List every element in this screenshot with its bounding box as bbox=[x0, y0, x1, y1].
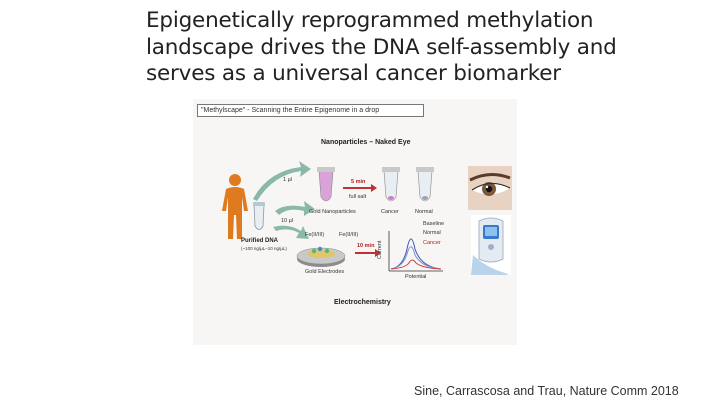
person-icon bbox=[222, 174, 248, 239]
volume-10ul: 10 µl bbox=[281, 218, 294, 224]
handheld-device-icon bbox=[471, 215, 511, 275]
cancer-curve bbox=[390, 259, 442, 270]
title-line-1: Epigenetically reprogrammed methylation bbox=[146, 8, 594, 33]
time-10min: 10 min bbox=[357, 243, 375, 249]
gold-electrodes bbox=[296, 246, 346, 267]
plot-cancer-label: Cancer bbox=[423, 240, 441, 246]
tube-gold-nanoparticles bbox=[317, 167, 335, 202]
figure-header: "Methylscape" - Scanning the Entire Epig… bbox=[197, 104, 424, 117]
methylscape-figure: "Methylscape" - Scanning the Entire Epig… bbox=[193, 99, 517, 345]
plot-baseline-label: Baseline bbox=[423, 221, 445, 227]
electrochemistry-title: Electrochemistry bbox=[334, 299, 391, 306]
potential-axis-label: Potential bbox=[405, 274, 427, 280]
gold-electrodes-label: Gold Electrodes bbox=[305, 269, 345, 275]
purified-dna-sub: (~100 ng/µL–10 ng/µL) bbox=[241, 246, 287, 251]
tube-normal bbox=[416, 167, 434, 202]
volume-1ul: 1 µl bbox=[283, 177, 292, 183]
full-salt-label: full salt bbox=[349, 194, 367, 200]
purified-dna-label: Purified DNA bbox=[241, 238, 279, 244]
plot-normal-label: Normal bbox=[423, 230, 441, 236]
title-line-3: serves as a universal cancer biomarker bbox=[146, 61, 561, 86]
eye-photo bbox=[468, 166, 512, 210]
baseline-curve bbox=[390, 238, 442, 270]
normal-curve bbox=[390, 246, 442, 270]
citation: Sine, Carrascosa and Trau, Nature Comm 2… bbox=[414, 384, 679, 398]
cancer-tube-label: Cancer bbox=[381, 209, 399, 215]
time-5min: 5 min bbox=[351, 179, 366, 185]
title-line-2: landscape drives the DNA self-assembly a… bbox=[146, 34, 617, 60]
current-axis-label: Current bbox=[377, 240, 383, 259]
flow-arrows bbox=[253, 161, 315, 239]
normal-tube-label: Normal bbox=[415, 209, 433, 215]
arrow-10min bbox=[355, 249, 381, 257]
nanoparticles-title: Nanoparticles – Naked Eye bbox=[321, 139, 411, 146]
fe-label-1: Fe(II/III) bbox=[305, 232, 325, 238]
arrow-5min bbox=[343, 184, 377, 192]
dna-tube-icon bbox=[253, 202, 265, 230]
slide-title: Epigenetically reprogrammed methylation … bbox=[146, 8, 617, 88]
tube-cancer bbox=[382, 167, 400, 202]
fe-label-2: Fe(II/III) bbox=[339, 232, 359, 238]
figure-drawing bbox=[222, 161, 443, 272]
voltammogram-plot bbox=[388, 231, 443, 272]
gold-nanoparticles-label: Gold Nanoparticles bbox=[309, 209, 356, 215]
